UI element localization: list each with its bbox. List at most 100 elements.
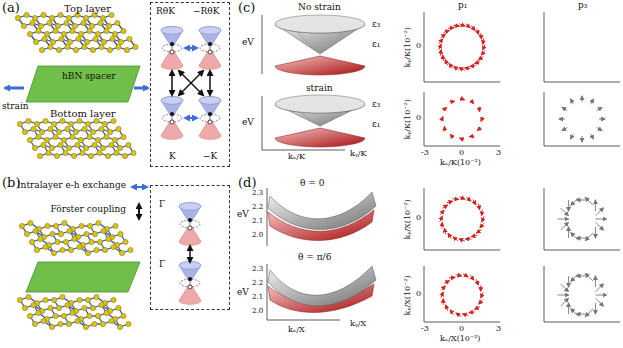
atom [41,12,46,17]
axis-line [544,188,545,250]
atom [77,297,82,302]
arrow [469,311,475,313]
valence-cone [179,283,201,304]
atom [30,20,35,25]
arrow [445,60,447,66]
arrow [571,99,574,104]
arrow [134,87,148,90]
atom [128,247,133,252]
atom [84,231,89,236]
arrow [447,201,453,202]
figure-label: Intralayer e-h exchange [17,181,126,191]
arrow [561,298,569,306]
figure-label: Top layer [64,3,111,14]
arrow [189,246,191,262]
atom [49,145,54,150]
atom [34,247,39,252]
arrow [595,276,596,287]
atom [48,44,53,49]
valley-label: RθK [156,7,175,17]
hbn-spacer [26,66,140,102]
atom [100,321,105,326]
hbn-spacer [26,262,140,292]
figure-label: 0 [416,114,421,123]
atom [53,134,58,139]
atom [67,39,72,44]
atom [94,118,99,123]
figure-label: p₁ [458,1,467,11]
atom [34,121,39,126]
upper-band [268,192,376,230]
atom [87,134,92,139]
atom [31,126,36,131]
atom [75,318,80,323]
conduction-cone [179,203,201,224]
atom [96,220,101,225]
atom [105,153,110,158]
atom [133,44,138,49]
arrow [450,134,453,138]
arrow [132,186,147,188]
atom [22,305,27,310]
arrow [597,108,602,111]
arrow [179,71,203,95]
atom [58,321,63,326]
atom [65,126,70,131]
figure-label: kᵧ/X [350,320,366,329]
atom [19,223,24,228]
atom [24,231,29,236]
atom [31,302,36,307]
atom [83,324,88,329]
atom [116,305,121,310]
arrow [459,24,465,26]
band-rim [275,95,365,113]
conduction-cone [179,262,201,283]
axis-line [424,82,500,83]
arrow [471,26,475,31]
arrow [571,198,579,206]
arrow [450,310,454,315]
arrow [456,313,461,316]
atom [33,228,38,233]
arrow [441,117,443,122]
arrow [460,98,465,100]
atom [65,302,70,307]
atom [83,15,88,20]
figure-label: 2.2 [252,204,263,212]
arrow [571,233,579,241]
atom [67,228,72,233]
atom [111,297,116,302]
arrow [479,56,484,60]
atom [78,31,83,36]
atom [70,134,75,139]
atom [92,142,97,147]
axis-line [262,15,263,74]
figure-label: 2.2 [252,280,263,288]
arrow [441,34,446,38]
figure-label: (c) [238,1,255,15]
atom [44,137,49,142]
arrow [450,101,455,103]
arrow [466,197,471,201]
hole [170,50,174,54]
atom [118,231,123,236]
arrow [185,117,197,119]
electron [208,112,212,116]
atom [15,15,20,20]
figure-label: -3 [421,149,429,158]
atom [109,142,114,147]
arrow [571,274,579,282]
electron [208,42,212,46]
atom [63,150,68,155]
arrow [596,208,604,216]
figure-label: ε₁ [372,120,380,130]
figure-label: θ = π/6 [298,253,331,263]
cone-rim [199,97,221,105]
atom [82,126,87,131]
arrow [465,24,470,28]
arrow [479,107,481,112]
arrow [585,309,593,317]
atom [90,47,95,52]
atom [110,36,115,41]
